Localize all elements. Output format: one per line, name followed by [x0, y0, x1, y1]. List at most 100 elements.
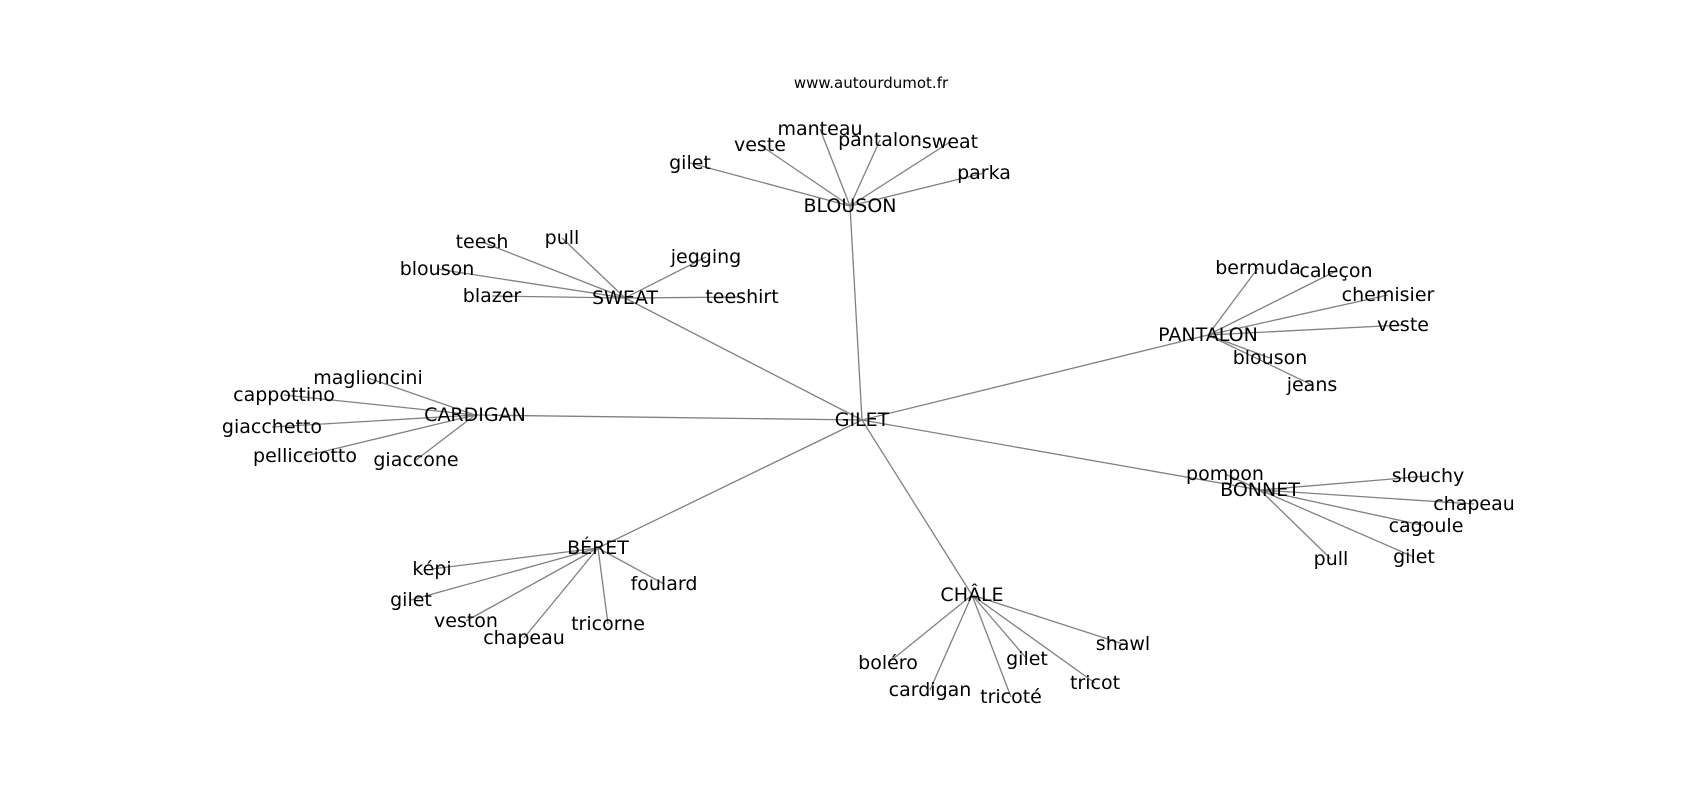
edge-chale-leaf	[887, 594, 973, 664]
edge-beret-leaf	[465, 547, 599, 622]
leaf-node: gilet	[669, 152, 711, 174]
leaf-node: parka	[957, 162, 1011, 184]
edge-center-sweat	[624, 297, 863, 421]
edge-beret-leaf	[523, 547, 599, 639]
leaf-node: tricorne	[571, 613, 645, 635]
edge-sweat-leaf	[436, 268, 626, 299]
edge-chale-leaf	[971, 594, 1028, 660]
edge-chale-leaf	[971, 594, 1096, 684]
leaf-node: pellicciotto	[253, 445, 357, 467]
edge-beret-leaf	[410, 547, 599, 601]
leaf-node: shawl	[1096, 633, 1150, 655]
edge-pantalon-leaf	[1207, 270, 1337, 336]
edge-bonnet-leaf	[1259, 489, 1427, 527]
edge-bonnet-leaf	[1259, 489, 1415, 558]
edge-blouson-leaf	[849, 139, 881, 207]
edge-bonnet-leaf	[1259, 489, 1475, 505]
leaf-node: gilet	[390, 589, 432, 611]
edge-sweat-leaf	[624, 256, 707, 299]
leaf-node: manteau	[777, 118, 862, 140]
edge-blouson-leaf	[759, 144, 851, 207]
edge-pantalon-leaf	[1207, 324, 1404, 336]
leaf-node: foulard	[631, 573, 698, 595]
leaf-node: giacchetto	[222, 416, 322, 438]
leaf-node: blouson	[1233, 347, 1308, 369]
edge-bonnet-leaf	[1224, 473, 1261, 491]
leaf-node: jeans	[1286, 374, 1338, 396]
leaf-node: veste	[734, 134, 786, 156]
leaf-node: chapeau	[1433, 493, 1515, 515]
edges-layer	[271, 128, 1475, 698]
edge-pantalon-leaf	[1207, 334, 1313, 386]
edge-center-beret	[597, 419, 863, 549]
hub-node-blouson: BLOUSON	[803, 195, 896, 217]
leaf-node: cardigan	[889, 679, 972, 701]
edge-pantalon-leaf	[1207, 334, 1271, 359]
edge-blouson-leaf	[849, 172, 985, 207]
edge-blouson-leaf	[849, 141, 951, 207]
leaf-node: pompon	[1186, 463, 1264, 485]
edge-cardigan-leaf	[271, 414, 476, 428]
leaf-node: képi	[412, 558, 451, 580]
edge-pantalon-leaf	[1207, 267, 1259, 336]
leaf-node: sweat	[922, 131, 978, 153]
edge-cardigan-leaf	[415, 414, 476, 461]
edge-center-chale	[861, 419, 973, 596]
hub-node-cardigan: CARDIGAN	[424, 404, 526, 426]
leaf-node: blazer	[463, 285, 522, 307]
leaf-node: pantalon	[838, 129, 922, 151]
leaf-node: chapeau	[483, 627, 565, 649]
leaf-node: tricoté	[980, 686, 1042, 708]
leaf-node: veste	[1377, 314, 1429, 336]
edge-cardigan-leaf	[283, 394, 476, 416]
edge-beret-leaf	[597, 547, 609, 625]
center-node: GILET	[835, 409, 890, 431]
leaf-node: chemisier	[1342, 284, 1435, 306]
edge-chale-leaf	[929, 594, 973, 691]
leaf-node: tricot	[1070, 672, 1120, 694]
leaf-node: teeshirt	[705, 286, 778, 308]
leaf-node: gilet	[1006, 648, 1048, 670]
edge-center-cardigan	[474, 414, 863, 421]
edge-cardigan-leaf	[304, 414, 476, 457]
edge-sweat-leaf	[491, 295, 626, 299]
edge-bonnet-leaf	[1259, 475, 1429, 491]
leaf-node: cappottino	[233, 384, 335, 406]
edge-beret-leaf	[597, 547, 665, 585]
edge-cardigan-leaf	[367, 377, 476, 416]
leaf-node: jegging	[670, 246, 741, 268]
leaf-node: giaccone	[373, 449, 458, 471]
hub-node-sweat: SWEAT	[592, 287, 658, 309]
leaf-node: pull	[1314, 548, 1349, 570]
leaf-node: maglioncini	[313, 367, 422, 389]
edge-center-blouson	[849, 205, 863, 421]
leaf-node: cagoule	[1389, 515, 1464, 537]
leaf-node: boléro	[858, 652, 918, 674]
leaf-node: caleçon	[1299, 260, 1372, 282]
leaf-node: bermuda	[1215, 257, 1300, 279]
edge-sweat-leaf	[481, 241, 626, 299]
edge-blouson-leaf	[689, 162, 851, 207]
edge-center-pantalon	[861, 334, 1209, 421]
edge-chale-leaf	[971, 594, 1012, 698]
leaf-node: teesh	[456, 231, 509, 253]
hub-node-bonnet: BONNET	[1220, 479, 1300, 501]
hub-node-beret: BÉRET	[567, 536, 629, 559]
leaf-node: pull	[545, 227, 580, 249]
edge-sweat-leaf	[624, 296, 743, 299]
edge-beret-leaf	[431, 547, 599, 570]
edge-sweat-leaf	[561, 237, 626, 299]
edge-bonnet-leaf	[1259, 489, 1332, 560]
edge-pantalon-leaf	[1207, 294, 1389, 336]
leaf-node: gilet	[1393, 546, 1435, 568]
edge-center-bonnet	[861, 419, 1261, 491]
hub-node-pantalon: PANTALON	[1158, 324, 1258, 346]
leaf-node: blouson	[400, 258, 475, 280]
hub-node-chale: CHÂLE	[940, 583, 1003, 606]
edge-blouson-leaf	[819, 128, 851, 207]
leaf-node: veston	[434, 610, 498, 632]
source-url: www.autourdumot.fr	[794, 74, 949, 92]
edge-chale-leaf	[971, 594, 1124, 645]
